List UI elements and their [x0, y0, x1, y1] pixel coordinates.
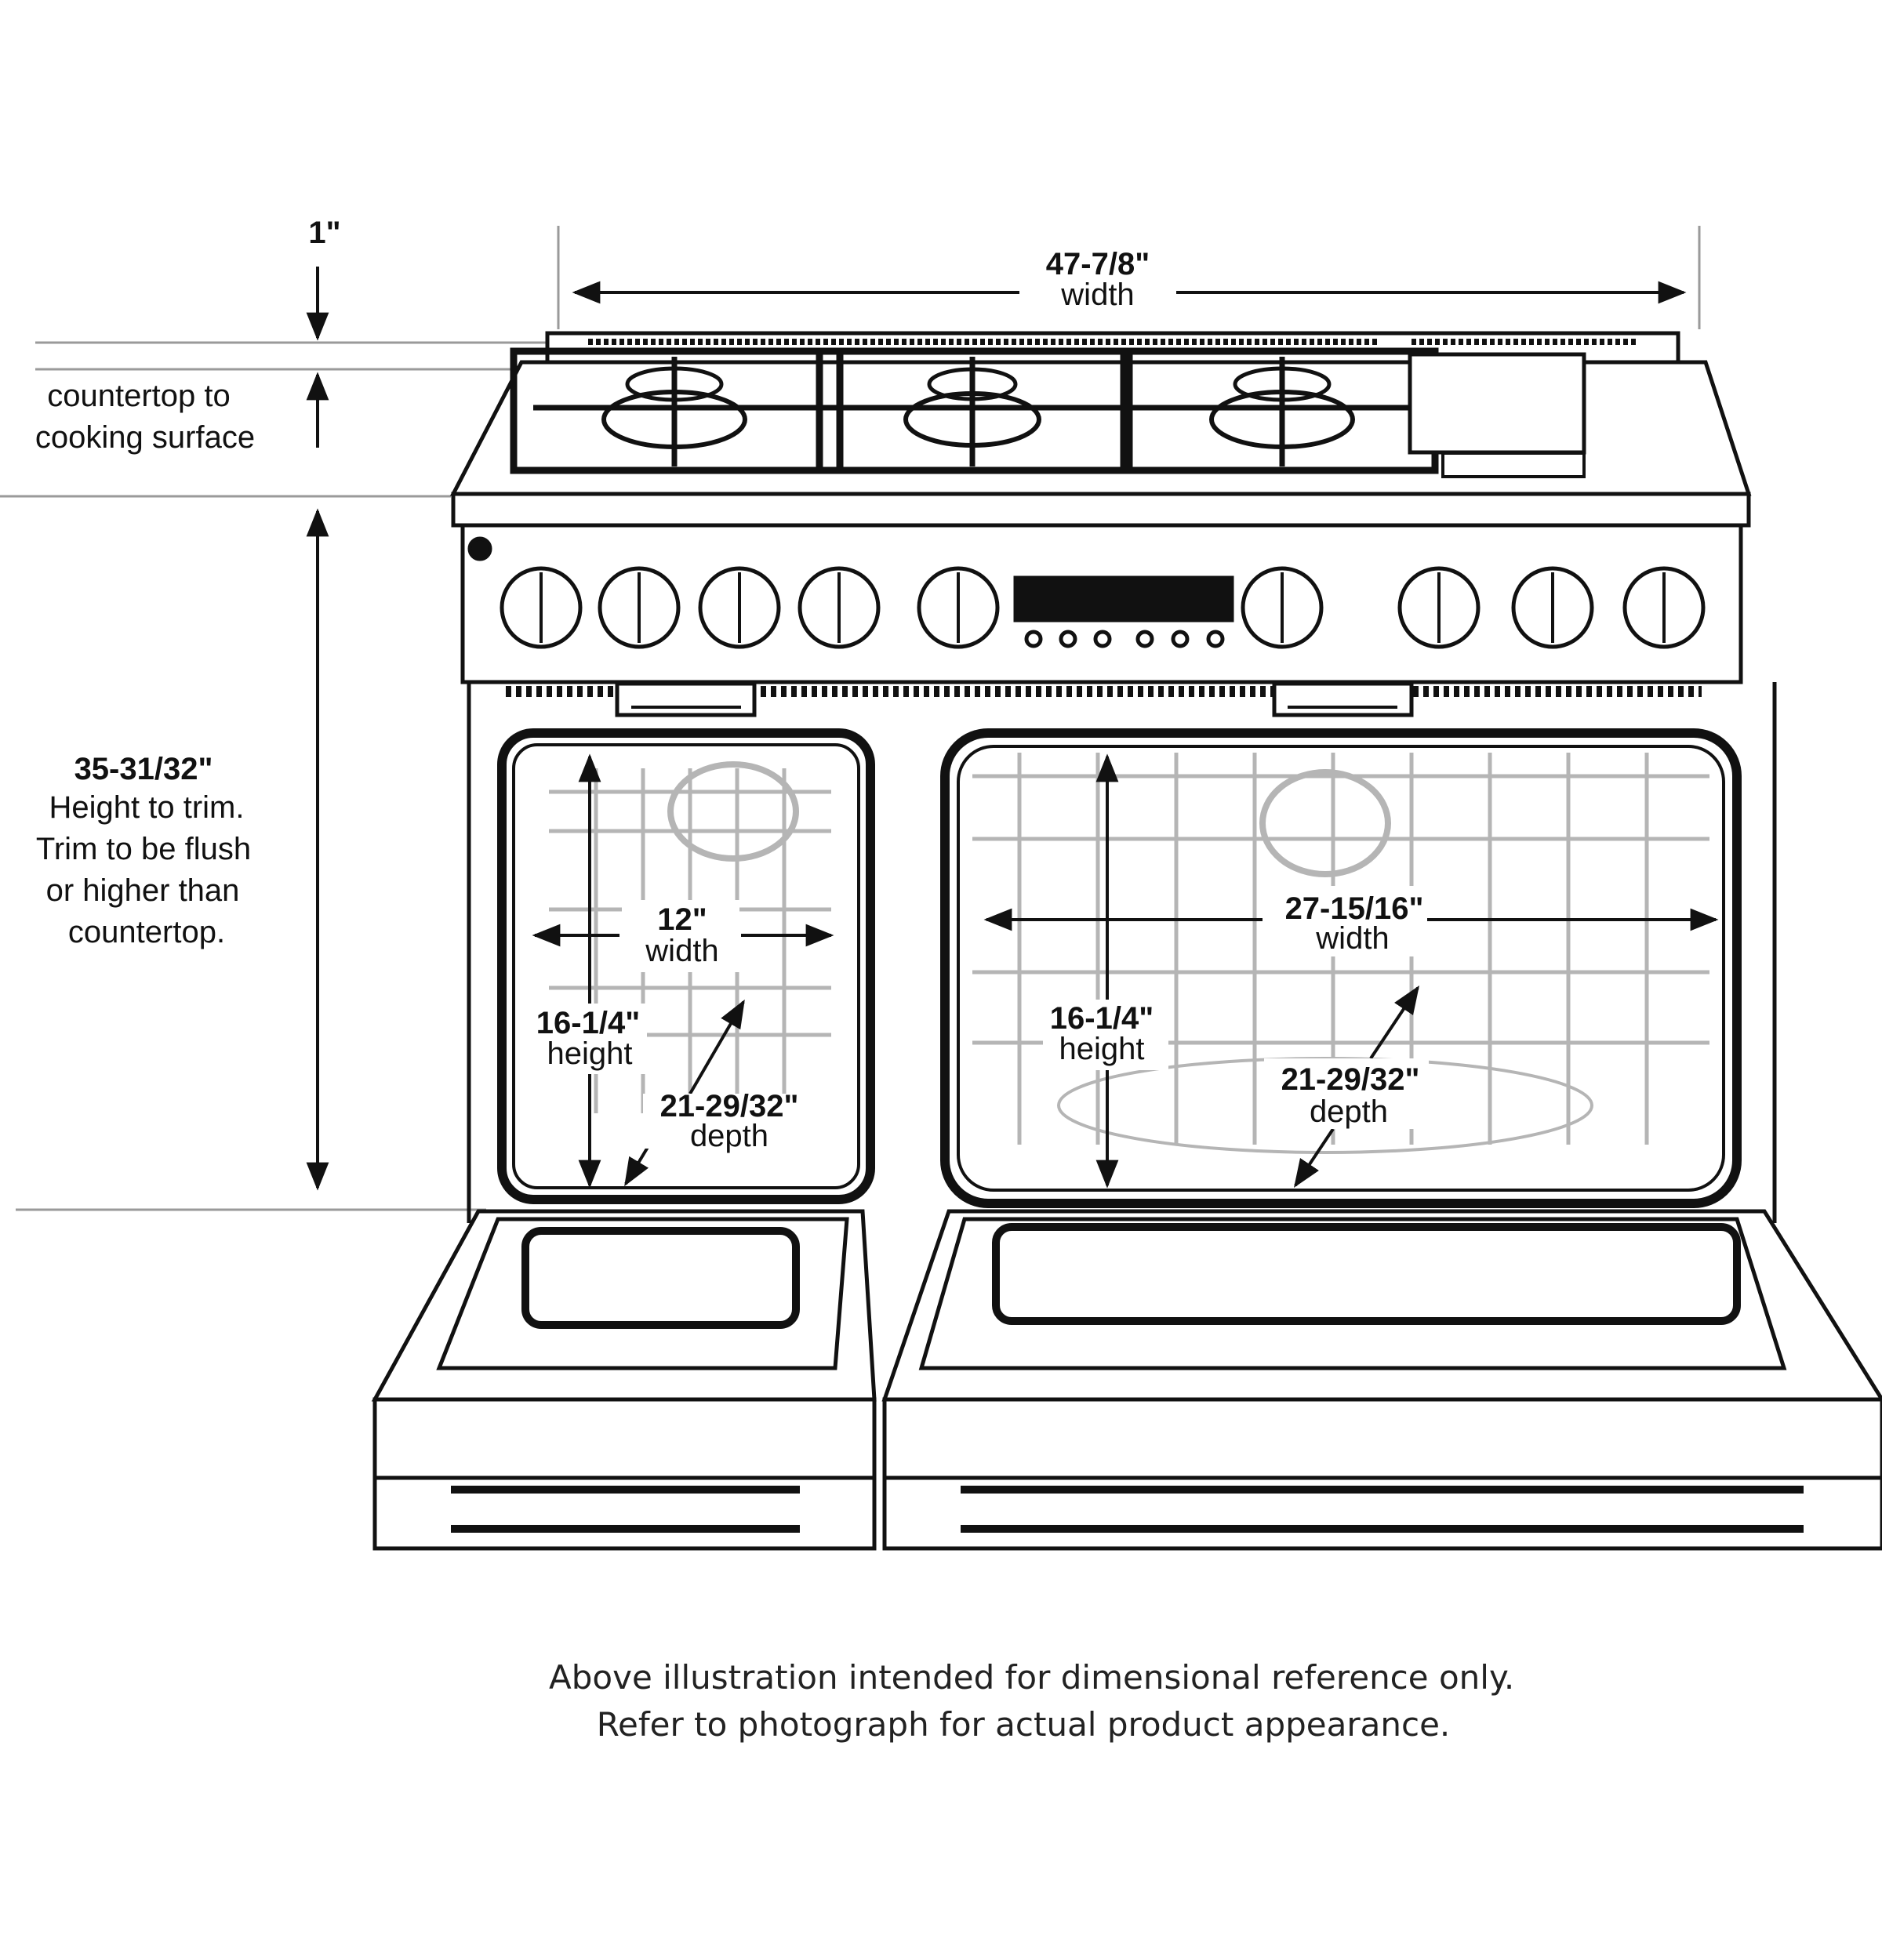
small-oven-height-dim: 16-1/4" height	[529, 1004, 647, 1074]
trim-height-line-2: Trim to be flush	[36, 832, 251, 866]
large-oven-depth-label: depth	[1310, 1094, 1388, 1129]
dimension-arrows	[306, 267, 1719, 1191]
reference-guides	[0, 226, 1701, 1211]
cooking-surface-label-1: countertop to	[47, 379, 231, 413]
small-oven-depth-dim: 21-29/32" depth	[643, 1089, 800, 1153]
large-oven-width-dim: 27-15/16" width	[1264, 886, 1426, 956]
large-oven-width-label: width	[1315, 921, 1389, 956]
large-oven-height-dim: 16-1/4" height	[1043, 1000, 1168, 1070]
griddle	[1408, 352, 1586, 478]
large-oven-depth-dim: 21-29/32" depth	[1264, 1058, 1429, 1129]
small-oven-width-dim: 12" width	[622, 900, 739, 972]
trim-height-line-4: countertop.	[68, 915, 225, 949]
small-oven-door	[371, 1209, 877, 1551]
trim-height-value: 35-31/32"	[74, 752, 213, 786]
large-oven-door	[881, 1209, 1882, 1551]
brand-logo-icon	[467, 536, 492, 561]
trim-height-dim: 35-31/32" Height to trim. Trim to be flu…	[36, 752, 251, 949]
cooking-surface-label-2: cooking surface	[35, 420, 255, 455]
small-oven-width-value: 12"	[657, 902, 707, 937]
small-oven-width-label: width	[645, 934, 718, 968]
large-oven-cavity	[940, 728, 1742, 1208]
cooking-surface-dim: 1" countertop to cooking surface	[35, 216, 341, 455]
overall-width-label: width	[1060, 278, 1134, 312]
footnote-line-1: Above illustration intended for dimensio…	[549, 1658, 1515, 1697]
large-oven-height-label: height	[1059, 1032, 1145, 1066]
small-oven-depth-value: 21-29/32"	[660, 1089, 799, 1123]
cooking-surface-value: 1"	[308, 216, 340, 250]
footnote-line-2: Refer to photograph for actual product a…	[596, 1705, 1451, 1744]
trim-height-line-3: or higher than	[46, 873, 240, 908]
overall-width-dim: 47-7/8" width	[1046, 247, 1150, 312]
knob-indicators	[540, 572, 1666, 643]
large-oven-height-value: 16-1/4"	[1050, 1001, 1154, 1036]
large-oven-depth-value: 21-29/32"	[1281, 1062, 1420, 1097]
large-oven-width-value: 27-15/16"	[1285, 891, 1424, 926]
small-oven-height-label: height	[547, 1036, 633, 1071]
overall-width-value: 47-7/8"	[1046, 247, 1150, 281]
small-oven-height-value: 16-1/4"	[536, 1006, 640, 1040]
small-oven-depth-label: depth	[690, 1119, 768, 1153]
footnote: Above illustration intended for dimensio…	[549, 1654, 1515, 1748]
trim-height-line-1: Height to trim.	[49, 790, 245, 825]
